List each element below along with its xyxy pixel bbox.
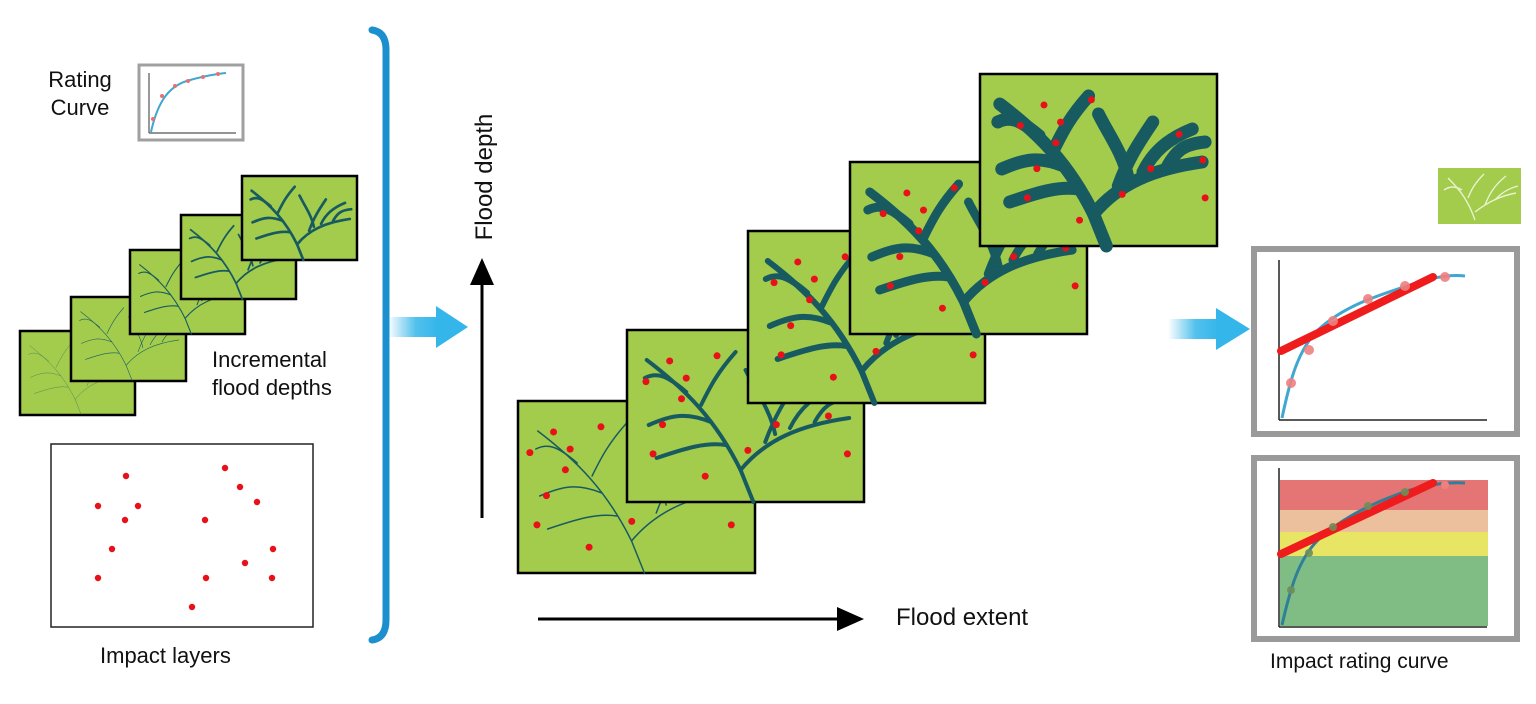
impact-point — [1057, 118, 1065, 126]
impact-point — [969, 351, 977, 359]
impact-rating-chart — [1251, 246, 1520, 437]
impact-point — [879, 210, 887, 218]
rating-curve-label-line-2: Curve — [50, 95, 110, 120]
impact-point — [94, 574, 102, 582]
impact-point — [188, 603, 196, 611]
impact-point — [236, 483, 244, 491]
rating-curve-label-line-1: Rating — [48, 67, 112, 92]
impact-point — [824, 412, 832, 420]
impact-point — [597, 423, 605, 431]
impact-point — [1040, 101, 1048, 109]
incremental-label-line-2: flood depths — [212, 375, 332, 400]
impact-point — [1033, 165, 1041, 173]
impact-point — [533, 521, 541, 529]
impact-point — [253, 498, 261, 506]
impact-point — [94, 502, 102, 510]
impact-point — [777, 351, 785, 359]
impact-point — [787, 322, 795, 330]
flow-arrow-icon — [388, 306, 468, 348]
impact-point — [1175, 130, 1183, 138]
impact-layers-map — [50, 443, 314, 628]
flood-depth-axis-label: Flood depth — [471, 113, 498, 241]
impact-point — [666, 357, 674, 365]
impact-point — [872, 347, 880, 355]
impact-point — [1052, 139, 1060, 147]
impact-rating-curve-label: Impact rating curve — [1270, 650, 1449, 673]
impact-point — [1071, 282, 1079, 290]
impact-point — [561, 466, 569, 474]
incremental-label-line-1: Incremental — [212, 347, 327, 372]
impact-point — [585, 543, 593, 551]
impact-point — [727, 521, 735, 529]
incremental-flood-depth-maps — [18, 174, 359, 417]
impact-point — [1199, 156, 1207, 164]
rating-curve-thumbnail-icon — [137, 63, 245, 142]
rating-curve-label: Rating Curve — [40, 66, 120, 122]
impact-point — [241, 559, 249, 567]
impact-point — [134, 502, 142, 510]
impact-point — [701, 472, 709, 480]
severity-band-low — [1280, 556, 1488, 626]
impact-point — [526, 449, 534, 457]
impact-layers-label: Impact layers — [100, 643, 231, 668]
impact-point — [121, 516, 129, 524]
impact-point — [950, 184, 958, 192]
impact-point — [1016, 122, 1024, 130]
impact-point — [938, 304, 946, 312]
impact-point — [713, 352, 721, 360]
impact-point — [806, 296, 814, 304]
river-network-thumbnail-icon — [1438, 168, 1521, 224]
impact-point — [744, 446, 752, 454]
impact-point — [981, 278, 989, 286]
impact-point — [566, 445, 574, 453]
impact-point — [659, 421, 667, 429]
impact-point — [1201, 194, 1209, 202]
impact-point — [886, 282, 894, 290]
impact-point — [843, 450, 851, 458]
impact-point — [122, 472, 130, 480]
impact-point — [269, 545, 277, 553]
impact-point — [108, 545, 116, 553]
impact-point — [919, 206, 927, 214]
impact-point — [829, 373, 837, 381]
flood-extent-axis-label: Flood extent — [896, 604, 1029, 631]
impact-point — [1147, 165, 1155, 173]
impact-point — [903, 189, 911, 197]
impact-point — [772, 421, 780, 429]
impact-point — [896, 253, 904, 261]
impact-point — [550, 428, 558, 436]
impact-point — [770, 279, 778, 287]
grouping-bracket — [368, 26, 390, 644]
flood-scenario-map-5 — [978, 72, 1219, 246]
impact-point — [628, 517, 636, 525]
impact-point — [915, 227, 923, 235]
impact-point — [649, 450, 657, 458]
impact-point — [841, 253, 849, 261]
impact-point — [1076, 216, 1084, 224]
impact-point — [201, 516, 209, 524]
impact-point — [794, 258, 802, 266]
impact-rating-chart-banded — [1251, 455, 1520, 642]
impact-point — [1118, 190, 1126, 198]
impact-point — [642, 378, 650, 386]
severity-band-medium-high — [1280, 510, 1488, 532]
flood-depth-map-5 — [240, 174, 359, 262]
impact-point — [682, 374, 690, 382]
impact-point — [1010, 253, 1018, 261]
impact-point — [268, 574, 276, 582]
impact-point — [810, 275, 818, 283]
incremental-flood-depths-label: Incremental flood depths — [212, 346, 362, 402]
impact-point — [221, 464, 229, 472]
impact-point — [1087, 96, 1095, 104]
impact-point — [542, 492, 550, 500]
flow-arrow-icon — [1168, 308, 1250, 350]
impact-point — [202, 574, 210, 582]
flood-scenario-maps — [516, 72, 1219, 575]
impact-point — [678, 395, 686, 403]
impact-point — [1023, 194, 1031, 202]
